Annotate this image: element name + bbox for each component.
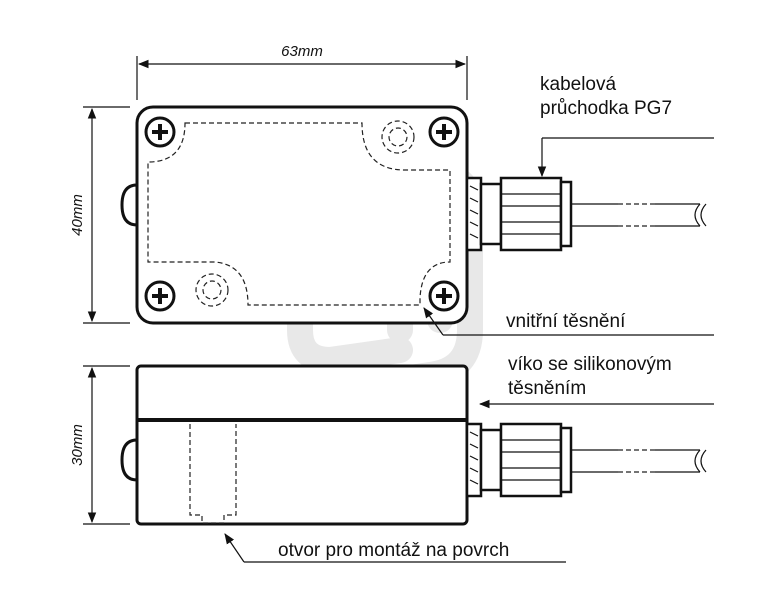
side-left-bump xyxy=(120,438,138,482)
callout-inner-seal-text: vnitřní těsnění xyxy=(506,311,626,332)
dimension-height-side: 30mm xyxy=(69,365,130,525)
top-left-bump xyxy=(120,183,138,227)
inner-seal-outline xyxy=(147,122,451,306)
screw-icon xyxy=(428,116,460,148)
callout-cable-gland: kabelová průchodka PG7 xyxy=(537,74,714,178)
mount-hole-hidden-tr xyxy=(381,120,415,154)
screw-icon xyxy=(428,280,460,312)
callout-lid-line2: těsněním xyxy=(508,378,586,399)
screw-icon xyxy=(144,116,176,148)
top-body xyxy=(135,105,469,325)
screw-icon xyxy=(144,280,176,312)
callout-lid: víko se silikonovým těsněním xyxy=(478,354,714,409)
cable-gland-top xyxy=(465,176,707,252)
cable-gland-side xyxy=(465,422,707,498)
top-view: 63mm 40mm xyxy=(69,43,707,325)
mount-hole-hidden-bl xyxy=(195,273,229,307)
dimension-height-top-text: 40mm xyxy=(69,194,86,236)
mounting-hole-hidden xyxy=(189,424,237,524)
side-view: 30mm xyxy=(69,364,707,526)
dimension-height-side-text: 30mm xyxy=(69,424,86,466)
callout-inner-seal: vnitřní těsnění xyxy=(423,307,714,336)
callout-cable-gland-line2: průchodka PG7 xyxy=(540,98,672,119)
dimension-height-top: 40mm xyxy=(69,106,130,324)
side-body xyxy=(135,364,469,526)
callout-mounting-hole-text: otvor pro montáž na povrch xyxy=(278,540,509,561)
callout-lid-line1: víko se silikonovým xyxy=(508,354,672,375)
callout-cable-gland-line1: kabelová xyxy=(540,74,616,95)
dimension-width-text: 63mm xyxy=(281,43,323,60)
dimension-width: 63mm xyxy=(136,43,468,100)
callout-mounting-hole: otvor pro montáž na povrch xyxy=(224,533,566,563)
